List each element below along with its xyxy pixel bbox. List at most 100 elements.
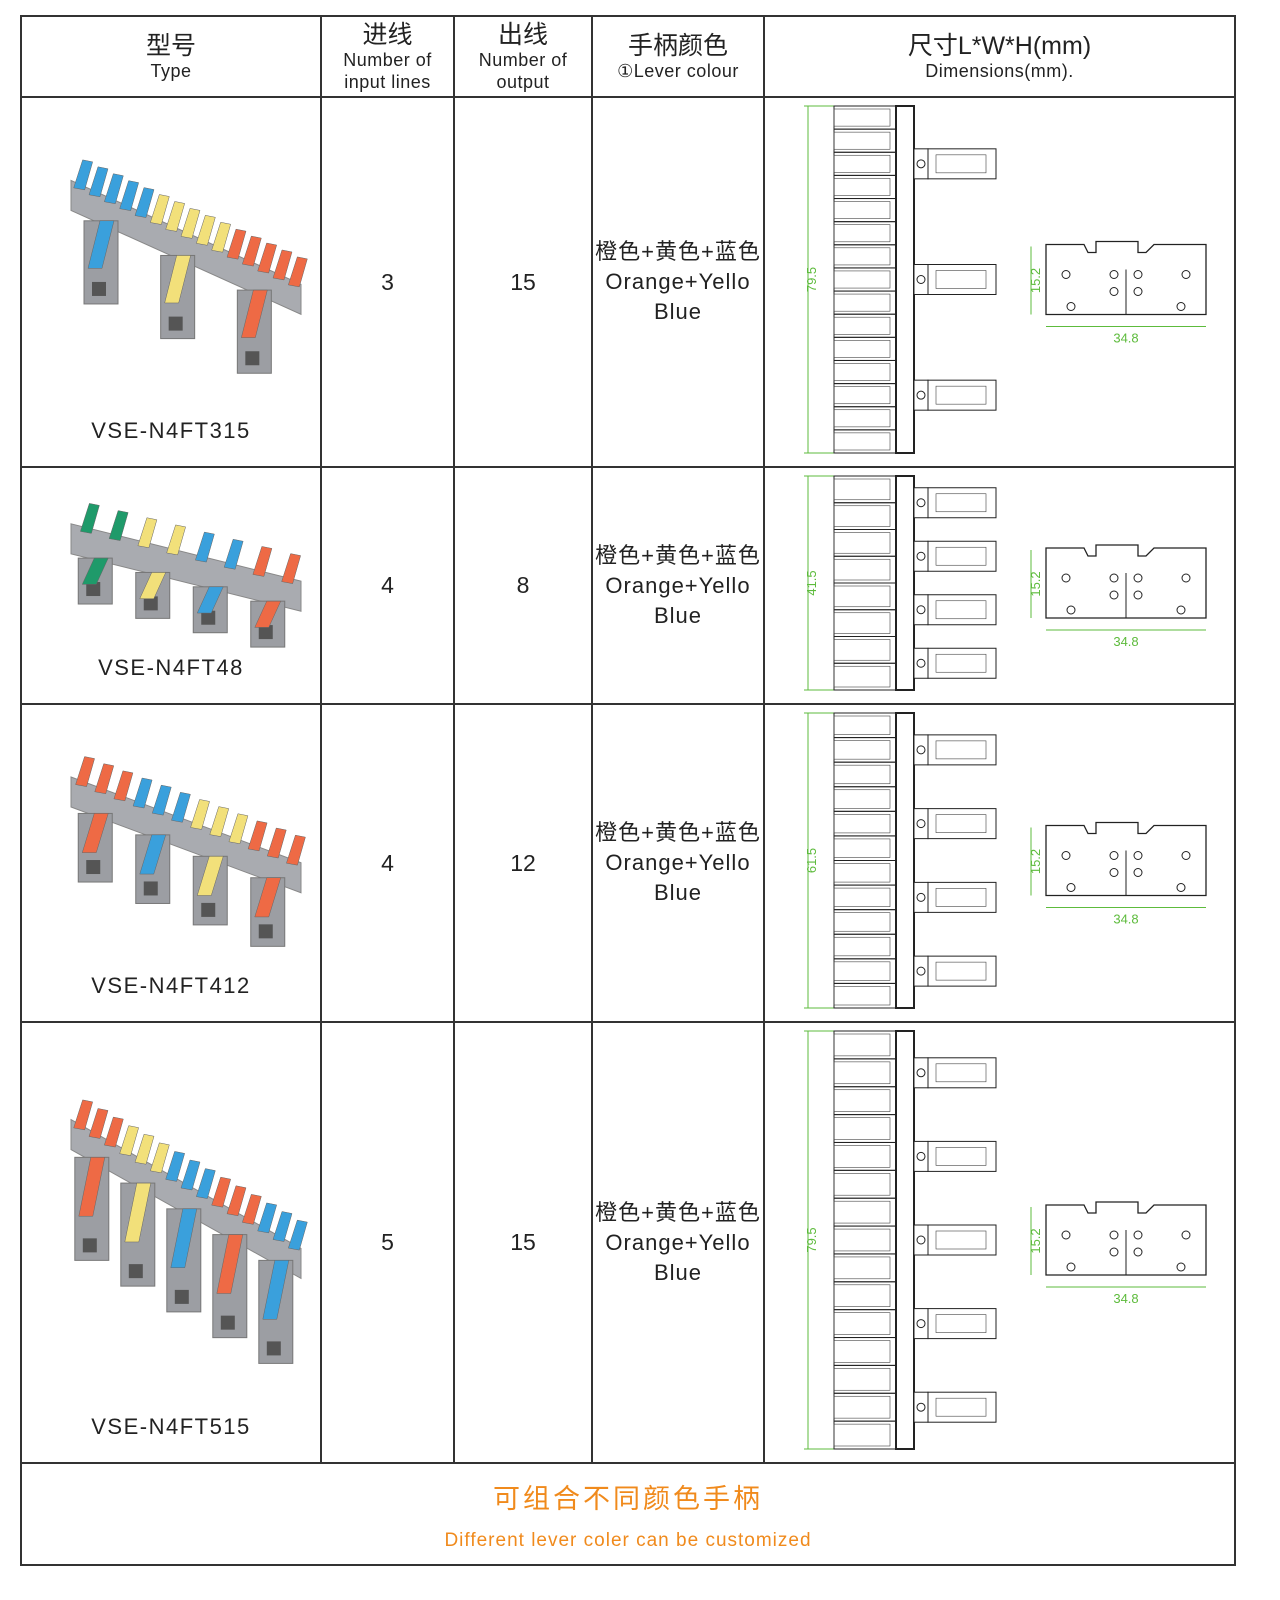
type-cell: VSE-N4FT412: [20, 703, 322, 1023]
lever: [104, 172, 124, 204]
input-lever: [78, 1156, 106, 1216]
slot: [833, 835, 896, 862]
hole: [916, 1151, 925, 1161]
rail: [894, 1030, 915, 1450]
lever: [190, 798, 210, 830]
model-number: VSE-N4FT315: [91, 417, 251, 443]
lever: [257, 1202, 277, 1233]
hole: [1109, 851, 1118, 860]
slot-lever: [833, 478, 890, 501]
lever: [242, 235, 262, 266]
header-input-cn: 进线: [362, 20, 413, 49]
slot: [833, 313, 896, 338]
hole: [1133, 1247, 1142, 1257]
header-output-en1: Number of: [478, 49, 568, 70]
lever: [196, 214, 216, 246]
type-cell: VSE-N4FT515: [20, 1021, 322, 1464]
slot: [833, 359, 896, 385]
hole: [1176, 1262, 1185, 1272]
lever-colour-en2: Blue: [653, 602, 703, 628]
lever-colour-cn: 橙色+黄色+蓝色: [595, 1199, 761, 1225]
hole: [916, 551, 925, 561]
hole: [1109, 287, 1118, 296]
lever-colour-en1: Orange+Yello: [605, 269, 751, 294]
slot: [833, 1337, 896, 1366]
hole: [916, 745, 925, 755]
input-terminal: [927, 1391, 996, 1423]
input-lever: [81, 812, 109, 853]
width-value: 34.8: [1113, 912, 1138, 927]
slot-lever: [833, 409, 890, 428]
slot-lever: [833, 1173, 890, 1196]
header-dims-cn: 尺寸L*W*H(mm): [907, 31, 1092, 60]
header-lever-en: ①Lever colour: [617, 60, 739, 81]
slot-lever: [833, 838, 890, 858]
input-terminal-lever: [935, 600, 986, 620]
lever-colour-en1: Orange+Yello: [605, 1229, 751, 1255]
hole: [916, 159, 925, 169]
input-lever: [81, 557, 109, 585]
hole: [916, 966, 925, 976]
lever: [180, 207, 201, 239]
slot-lever: [833, 558, 890, 581]
input-terminal-lever: [935, 814, 986, 833]
input-clip: [913, 955, 928, 987]
input-clip: [913, 148, 928, 180]
input-lever: [196, 855, 224, 896]
type-cell: VSE-N4FT315: [20, 96, 322, 468]
header-input-en2: input lines: [344, 71, 431, 92]
slot-lever: [833, 432, 890, 451]
lever: [288, 1219, 308, 1250]
output-count: 8: [453, 466, 593, 705]
lever: [108, 509, 129, 541]
slot: [833, 1058, 896, 1088]
input-lever: [262, 1259, 290, 1319]
input-terminal: [927, 1057, 996, 1089]
hole: [1133, 1230, 1142, 1240]
lever: [211, 221, 231, 253]
slot: [833, 1392, 896, 1422]
rail: [894, 712, 915, 1009]
header-type-cn: 型号: [145, 31, 196, 60]
hole: [1109, 1247, 1118, 1257]
slot: [833, 982, 896, 1009]
header-output-en2: output: [496, 71, 550, 92]
wire-hole: [168, 316, 183, 331]
lever: [195, 531, 215, 562]
slot-lever: [833, 1145, 890, 1168]
input-clip: [913, 808, 928, 840]
slot-lever: [833, 1117, 890, 1140]
lever: [226, 1184, 247, 1216]
slot-lever: [833, 863, 890, 883]
input-terminal-lever: [935, 1314, 986, 1333]
input-lever: [254, 600, 282, 628]
wire-hole: [220, 1315, 235, 1330]
slot: [833, 609, 896, 637]
input-clip: [913, 1140, 928, 1172]
lever: [134, 186, 155, 218]
lever: [272, 1210, 293, 1242]
slot-lever: [833, 293, 890, 312]
hole: [916, 1068, 925, 1078]
connector-body: [70, 775, 302, 893]
hole: [916, 658, 925, 668]
slot-lever: [833, 986, 890, 1006]
slot: [833, 958, 896, 984]
slot-lever: [833, 585, 890, 608]
slot-lever: [833, 1033, 890, 1057]
hole: [1066, 302, 1075, 311]
slot-lever: [833, 1228, 890, 1252]
hole: [1176, 605, 1185, 615]
length-value: 41.5: [804, 570, 819, 595]
wire-hole: [86, 859, 101, 874]
lever: [132, 777, 153, 808]
header-dims: 尺寸L*W*H(mm)Dimensions(mm).: [763, 15, 1236, 98]
wire-hole: [201, 902, 216, 917]
lever: [266, 827, 287, 858]
slot: [833, 1253, 896, 1283]
length-value: 79.5: [804, 1227, 819, 1252]
